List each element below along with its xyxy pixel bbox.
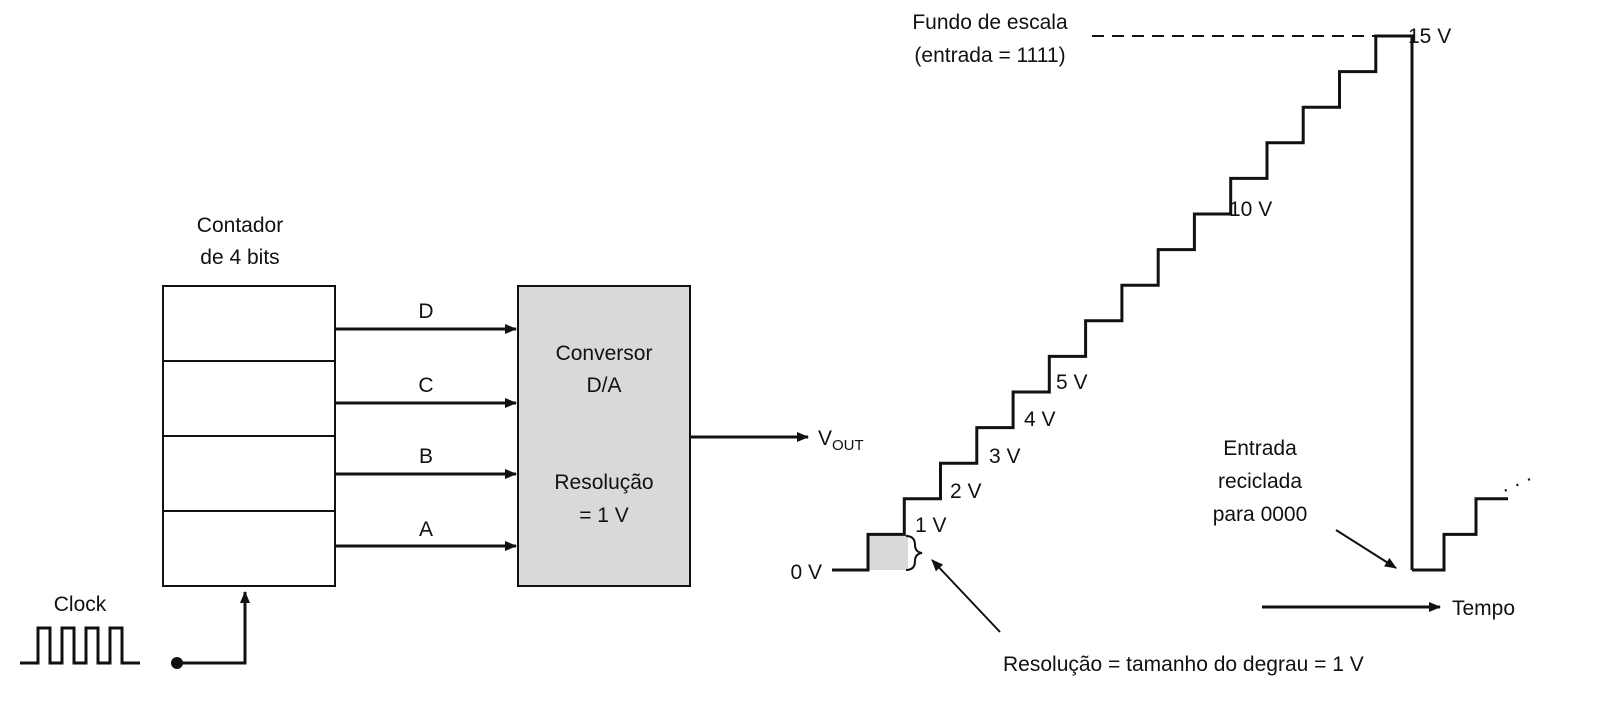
reset-label-line3: para 0000 [1213,503,1308,526]
step-brace [905,535,923,571]
counter-title: Contador [197,214,283,237]
level-label-5v: 5 V [1056,371,1088,394]
resolution-step-highlight [868,534,908,570]
vout-label: VOUT [818,427,864,454]
bit-wires: D C B A [335,300,517,551]
bit-label-c: C [418,374,433,397]
level-label-10v: 10 V [1229,198,1272,221]
level-label-2v: 2 V [950,480,982,503]
clock-wire [177,591,250,665]
dac-box [517,285,691,587]
clock: Clock [20,591,250,669]
clock-label: Clock [54,593,107,616]
level-label-15v: 15 V [1408,25,1451,48]
level-label-1v: 1 V [915,514,947,537]
bit-label-b: B [419,445,433,468]
dac-title: Conversor [556,342,653,365]
time-label: Tempo [1452,597,1515,620]
staircase-waveform: 0 V 1 V 2 V 3 V 4 V 5 V 10 V 15 V Fundo … [790,11,1536,676]
continuation-dots: · · · [1497,467,1536,502]
reset-label-line2: reciclada [1218,470,1302,493]
clock-waveform-icon [20,626,140,665]
counter-subtitle: de 4 bits [200,246,279,269]
dac-block: Conversor D/A Resolução = 1 V [517,285,691,587]
output: VOUT [690,427,864,454]
bit-label-a: A [419,518,433,541]
level-label-0v: 0 V [790,561,822,584]
level-label-3v: 3 V [989,445,1021,468]
resolution-arrow [931,559,1001,633]
resolution-note: Resolução = tamanho do degrau = 1 V [1003,653,1364,676]
bit-label-d: D [418,300,433,323]
reset-staircase-line [1412,497,1508,572]
level-label-4v: 4 V [1024,408,1056,431]
staircase-line [832,34,1414,572]
full-scale-label: Fundo de escala [912,11,1068,34]
dac-subtitle: D/A [586,374,621,397]
reset-arrow [1335,529,1397,569]
counter-block: Contador de 4 bits [162,214,336,587]
dac-resolution-label: Resolução [554,471,653,494]
reset-label-line1: Entrada [1223,437,1297,460]
dac-resolution-value: = 1 V [579,504,629,527]
full-scale-input-label: (entrada = 1111) [914,44,1065,67]
